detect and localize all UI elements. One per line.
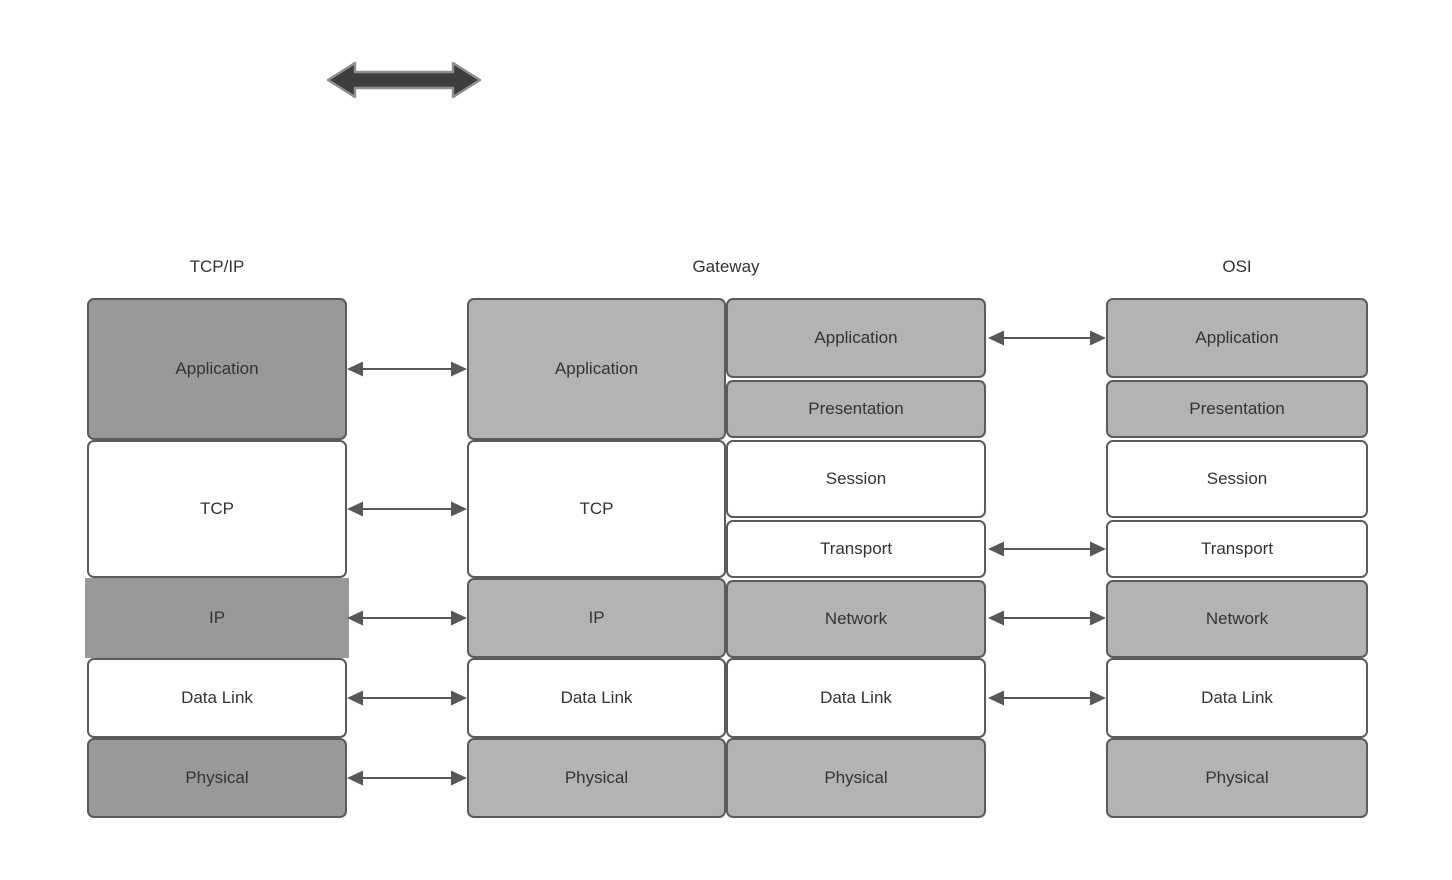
layer-label: Transport [819, 539, 893, 558]
layer-label: Application [1195, 328, 1279, 347]
layer-box-osi-application: Application [1106, 298, 1368, 378]
layer-box-osi-network: Network [1106, 580, 1368, 658]
layer-label: Application [554, 359, 639, 378]
layer-box-gateway-right-data-link: Data Link [726, 658, 986, 738]
layer-label: Data Link [1201, 688, 1273, 707]
layer-label: TCP [200, 499, 234, 518]
layer-box-gateway-left-physical: Physical [467, 738, 726, 818]
layer-box-gateway-left-ip: IP [467, 578, 726, 658]
layer-box-tcpip-tcp: TCP [87, 440, 347, 578]
arrow-gateway-osi-data-link [988, 690, 1106, 706]
double-arrow-icon [325, 60, 483, 100]
layer-label: Session [825, 469, 887, 488]
layer-box-gateway-right-session: Session [726, 440, 986, 518]
layer-label: Physical [824, 768, 888, 787]
arrow-tcpip-gateway-application [347, 361, 467, 377]
layer-label: Physical [564, 768, 629, 787]
arrow-tcpip-gateway-tcp [347, 501, 467, 517]
column-title-osi: OSI [1222, 257, 1252, 276]
layer-label: Physical [1205, 768, 1269, 787]
layer-label: TCP [579, 499, 614, 518]
layer-label: Transport [1200, 539, 1274, 558]
layer-label: Network [824, 609, 888, 628]
arrow-tcpip-gateway-physical [347, 770, 467, 786]
layer-box-gateway-right-presentation: Presentation [726, 380, 986, 438]
layer-label: Presentation [1189, 399, 1285, 418]
arrow-tcpip-gateway-ip [347, 610, 467, 626]
layer-label: Network [1205, 609, 1269, 628]
arrow-tcpip-gateway-data-link [347, 690, 467, 706]
layer-box-gateway-left-application: Application [467, 298, 726, 440]
layer-box-osi-data-link: Data Link [1106, 658, 1368, 738]
layer-label: Data Link [181, 688, 253, 707]
arrow-gateway-osi-transport [988, 541, 1106, 557]
column-title-tcpip: TCP/IP [189, 257, 245, 276]
layer-box-gateway-right-network: Network [726, 580, 986, 658]
column-title-gateway: Gateway [692, 257, 760, 276]
layer-box-tcpip-data-link: Data Link [87, 658, 347, 738]
layer-label: Session [1206, 469, 1268, 488]
layer-label: Physical [185, 768, 249, 787]
layer-box-gateway-right-application: Application [726, 298, 986, 378]
arrow-gateway-osi-application [988, 330, 1106, 346]
layer-label: Application [814, 328, 898, 347]
layer-box-osi-presentation: Presentation [1106, 380, 1368, 438]
layer-box-gateway-left-data-link: Data Link [467, 658, 726, 738]
layer-box-gateway-left-tcp: TCP [467, 440, 726, 578]
layer-label: Application [175, 359, 259, 378]
layer-label: IP [208, 608, 226, 627]
layer-box-tcpip-physical: Physical [87, 738, 347, 818]
arrow-gateway-osi-network [988, 610, 1106, 626]
layer-box-osi-transport: Transport [1106, 520, 1368, 578]
layer-box-osi-session: Session [1106, 440, 1368, 518]
layer-box-gateway-right-physical: Physical [726, 738, 986, 818]
layer-label: Data Link [560, 688, 633, 707]
layer-label: IP [588, 608, 605, 627]
layer-box-gateway-right-transport: Transport [726, 520, 986, 578]
layer-label: Presentation [808, 399, 904, 418]
layer-label: Data Link [820, 688, 892, 707]
layer-box-tcpip-ip: IP [85, 578, 349, 658]
layer-box-tcpip-application: Application [87, 298, 347, 440]
layer-box-osi-physical: Physical [1106, 738, 1368, 818]
